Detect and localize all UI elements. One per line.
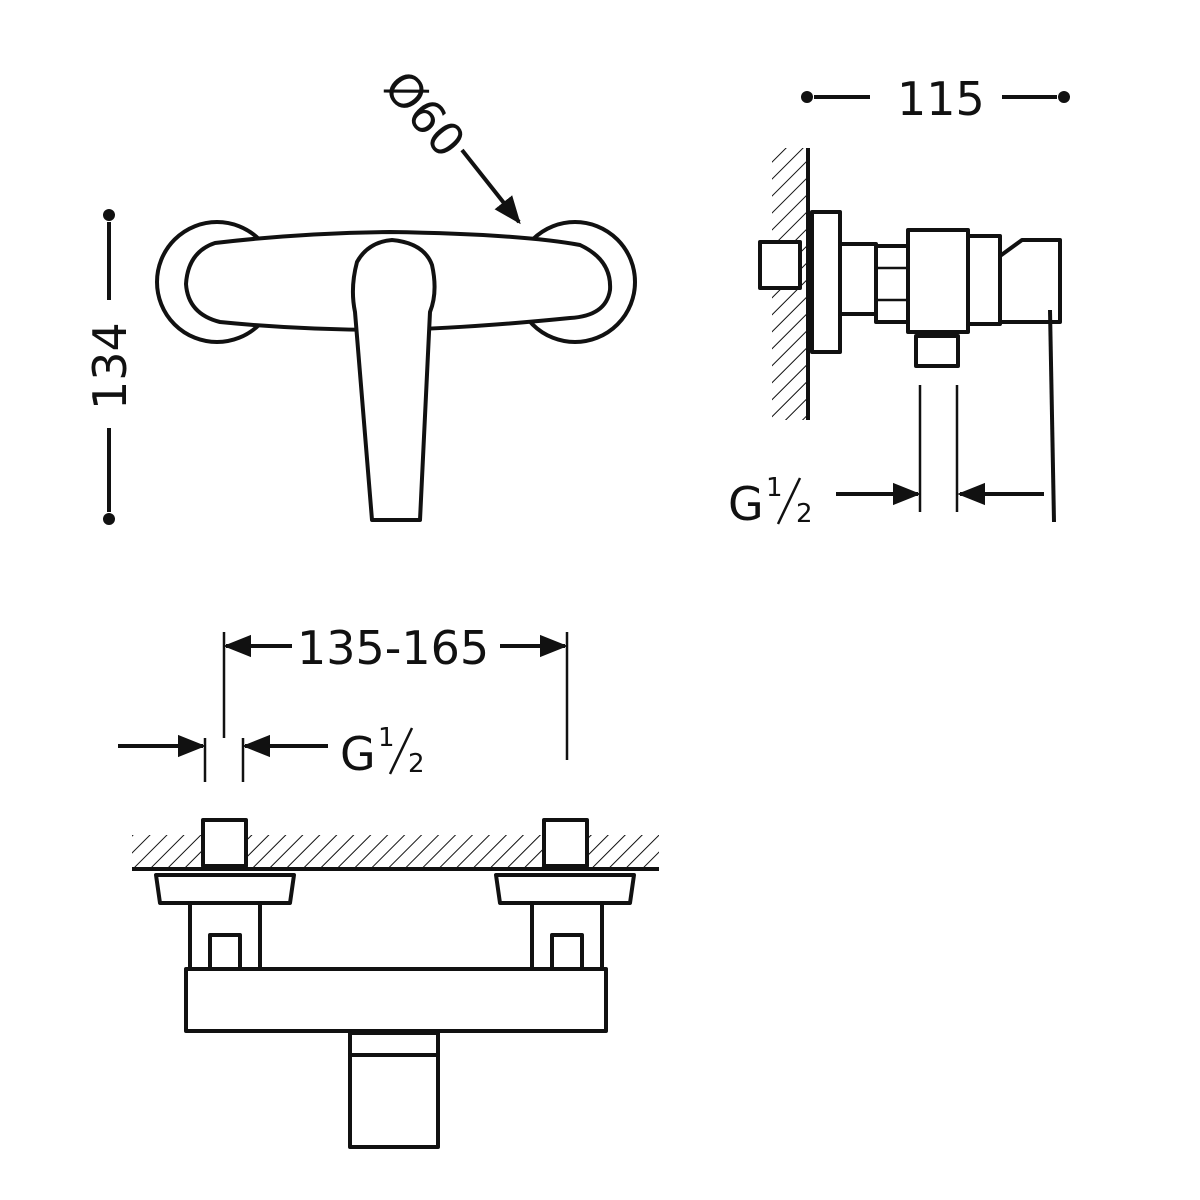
diameter-label: Ø60	[374, 60, 476, 167]
height-label: 134	[83, 322, 137, 410]
centers-label: 135-165	[297, 621, 489, 675]
handle-front	[350, 238, 437, 522]
svg-text:1: 1	[766, 473, 783, 503]
depth-label: 115	[897, 72, 985, 126]
side-cartridge	[966, 234, 1002, 326]
plan-outlet-collar	[348, 1031, 440, 1057]
height-dim-top-dot	[103, 209, 115, 221]
diameter-leader	[460, 148, 521, 225]
svg-text:1: 1	[378, 723, 395, 753]
side-outlet	[914, 334, 960, 368]
side-inlet-stub	[758, 240, 802, 290]
plan-left-escutcheon	[154, 873, 296, 905]
side-handle-lever	[1048, 309, 1056, 523]
plan-right-inlet	[542, 818, 589, 868]
plan-left-nut	[208, 933, 242, 971]
plan-body-bar	[184, 967, 608, 1033]
front-view: Ø60 134	[83, 60, 637, 525]
side-view: 115 G 1 2	[728, 72, 1070, 531]
plan-right-escutcheon	[494, 873, 636, 905]
svg-text:2: 2	[796, 499, 813, 529]
side-thread-label: G 1 2	[728, 473, 813, 531]
side-handle	[998, 238, 1062, 324]
svg-text:G: G	[728, 477, 764, 531]
plan-thread-label: G 1 2	[340, 723, 425, 781]
depth-dim-right-dot	[1058, 91, 1070, 103]
side-escutcheon	[810, 210, 842, 354]
side-hex-nut	[874, 244, 910, 324]
side-connector	[838, 242, 878, 316]
svg-text:G: G	[340, 727, 376, 781]
plan-view: 135-165 G 1 2	[118, 621, 659, 1149]
plan-right-nut	[550, 933, 584, 971]
side-body-block	[906, 228, 970, 334]
depth-dim-left-dot	[801, 91, 813, 103]
plan-left-inlet	[201, 818, 248, 868]
plan-outlet	[348, 1053, 440, 1149]
svg-text:2: 2	[408, 749, 425, 779]
height-dim-bottom-dot	[103, 513, 115, 525]
